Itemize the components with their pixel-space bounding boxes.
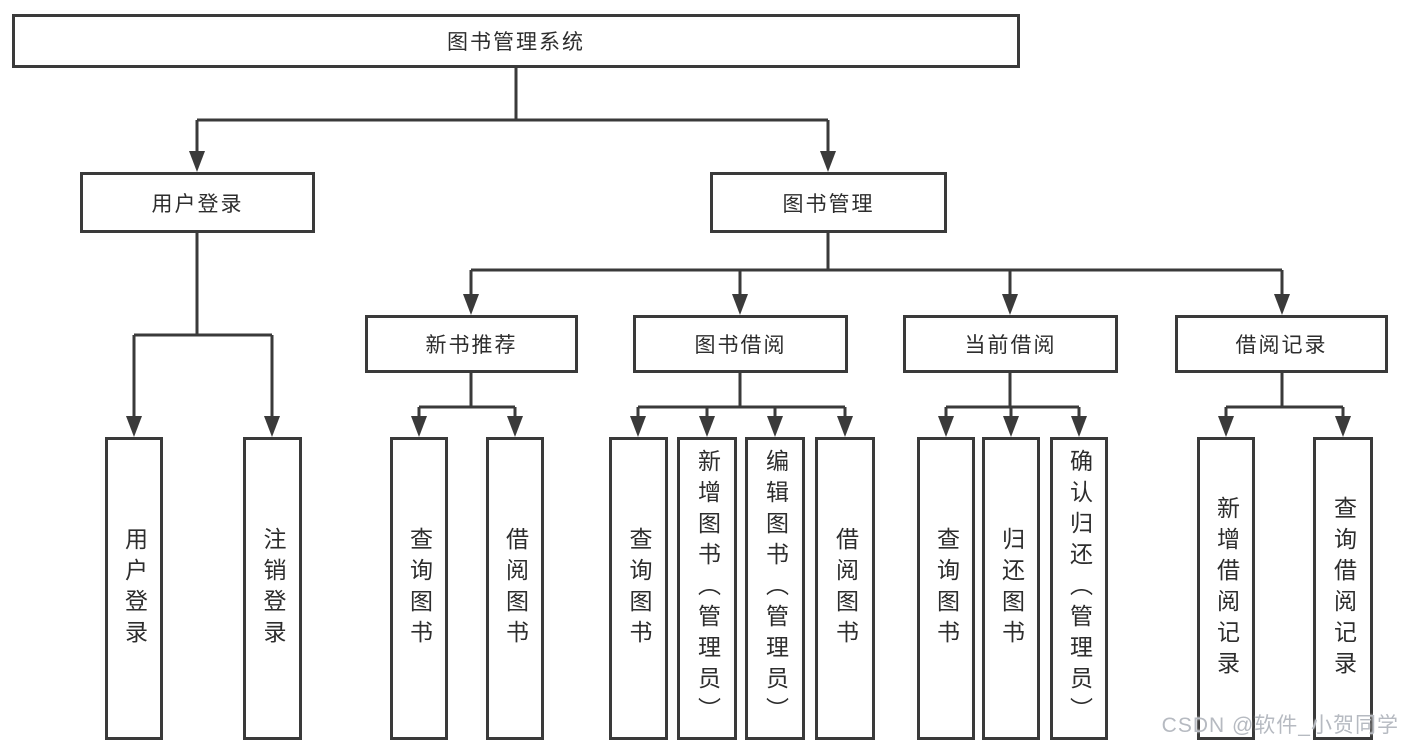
arrow-down-icon [411,416,427,437]
node-label: 新书推荐 [425,334,518,357]
arrow-down-icon [1003,416,1019,437]
node-label: 编辑图书（管理员） [762,449,789,728]
node-label: 查询借阅记录 [1330,495,1357,682]
node-label: 查询图书 [406,526,433,651]
leaf-current-confirm-return: 确认归还（管理员） [1050,437,1108,740]
arrow-down-icon [1071,416,1087,437]
leaf-records-add-record: 新增借阅记录 [1197,437,1255,740]
leaf-borrowing-query-books: 查询图书 [609,437,668,740]
node-label: 借阅图书 [502,526,529,651]
leaf-borrowing-add-books: 新增图书（管理员） [677,437,737,740]
node-label: 当前借阅 [964,334,1057,357]
node-user-login: 用户登录 [80,172,315,233]
node-label: 用户登录 [121,526,148,651]
node-label: 借阅图书 [832,526,859,651]
arrow-down-icon [1218,416,1234,437]
arrow-down-icon [1002,294,1018,315]
node-label: 查询图书 [626,526,652,651]
leaf-current-return-books: 归还图书 [982,437,1040,740]
leaf-user-login: 用户登录 [105,437,163,740]
arrow-down-icon [264,416,280,437]
watermark: CSDN @软件_小贺同学 [1161,714,1399,737]
node-book-borrowing: 图书借阅 [633,315,848,373]
node-label: 新增借阅记录 [1213,495,1240,682]
node-label: 注销登录 [260,526,286,651]
arrow-down-icon [767,416,783,437]
node-label: 用户登录 [151,192,244,216]
node-label: 图书借阅 [694,334,787,357]
arrow-down-icon [837,416,853,437]
leaf-logout: 注销登录 [243,437,302,740]
node-book-management: 图书管理 [710,172,947,233]
node-label: 图书管理系统 [447,31,585,54]
node-label: 查询图书 [933,526,960,651]
arrow-down-icon [126,416,142,437]
node-current-borrowing: 当前借阅 [903,315,1118,373]
arrow-down-icon [630,416,646,437]
arrow-down-icon [732,294,748,315]
node-label: 归还图书 [998,526,1025,651]
leaf-recommend-borrow-books: 借阅图书 [486,437,544,740]
leaf-borrowing-edit-books: 编辑图书（管理员） [745,437,805,740]
arrow-down-icon [1335,416,1351,437]
node-label: 确认归还（管理员） [1066,449,1093,728]
leaf-records-query-record: 查询借阅记录 [1313,437,1373,740]
arrow-down-icon [699,416,715,437]
arrow-down-icon [463,294,479,315]
node-label: 借阅记录 [1235,334,1328,357]
node-label: 图书管理 [782,192,875,216]
arrow-down-icon [938,416,954,437]
node-borrowing-records: 借阅记录 [1175,315,1388,373]
arrow-down-icon [507,416,523,437]
leaf-borrowing-borrow-books: 借阅图书 [815,437,875,740]
arrow-down-icon [820,151,836,172]
node-root: 图书管理系统 [12,14,1020,68]
leaf-recommend-query-books: 查询图书 [390,437,448,740]
arrow-down-icon [189,151,205,172]
leaf-current-query-books: 查询图书 [917,437,975,740]
node-label: 新增图书（管理员） [694,449,721,728]
node-new-book-recommend: 新书推荐 [365,315,578,373]
arrow-down-icon [1274,294,1290,315]
